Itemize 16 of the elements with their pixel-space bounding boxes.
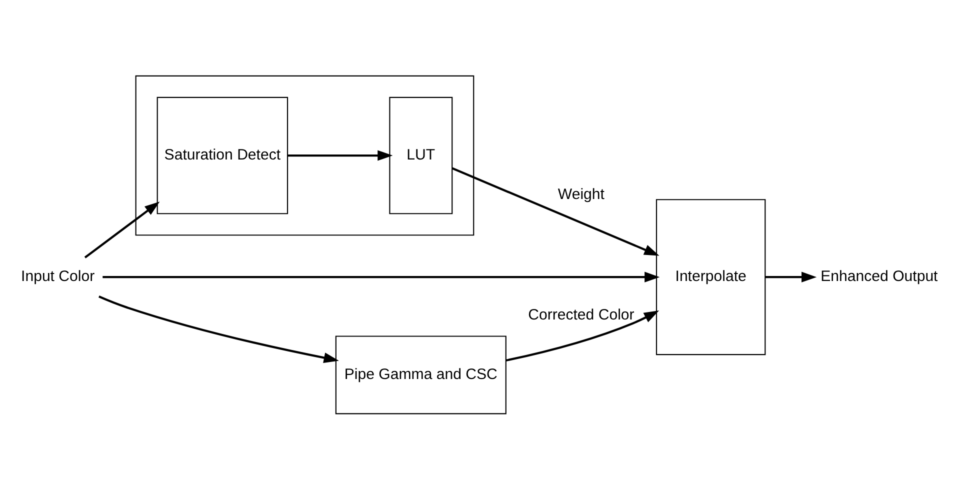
node-box: Saturation Detect	[156, 96, 288, 214]
cluster	[135, 75, 474, 236]
arrow	[765, 272, 817, 282]
node-box: Interpolate	[656, 199, 766, 356]
node-box: LUT	[389, 96, 453, 214]
edge-label: Corrected Color	[528, 306, 634, 324]
arrow	[452, 167, 660, 256]
node-text: Enhanced Output	[820, 268, 938, 286]
node-box: Pipe Gamma and CSC	[335, 336, 506, 414]
arrow	[288, 150, 393, 161]
node-text: Input Color	[21, 268, 95, 286]
arrow	[84, 202, 160, 258]
arrow	[506, 310, 660, 362]
arrow	[102, 272, 660, 282]
edge-label: Weight	[558, 186, 604, 203]
arrow	[98, 296, 339, 363]
